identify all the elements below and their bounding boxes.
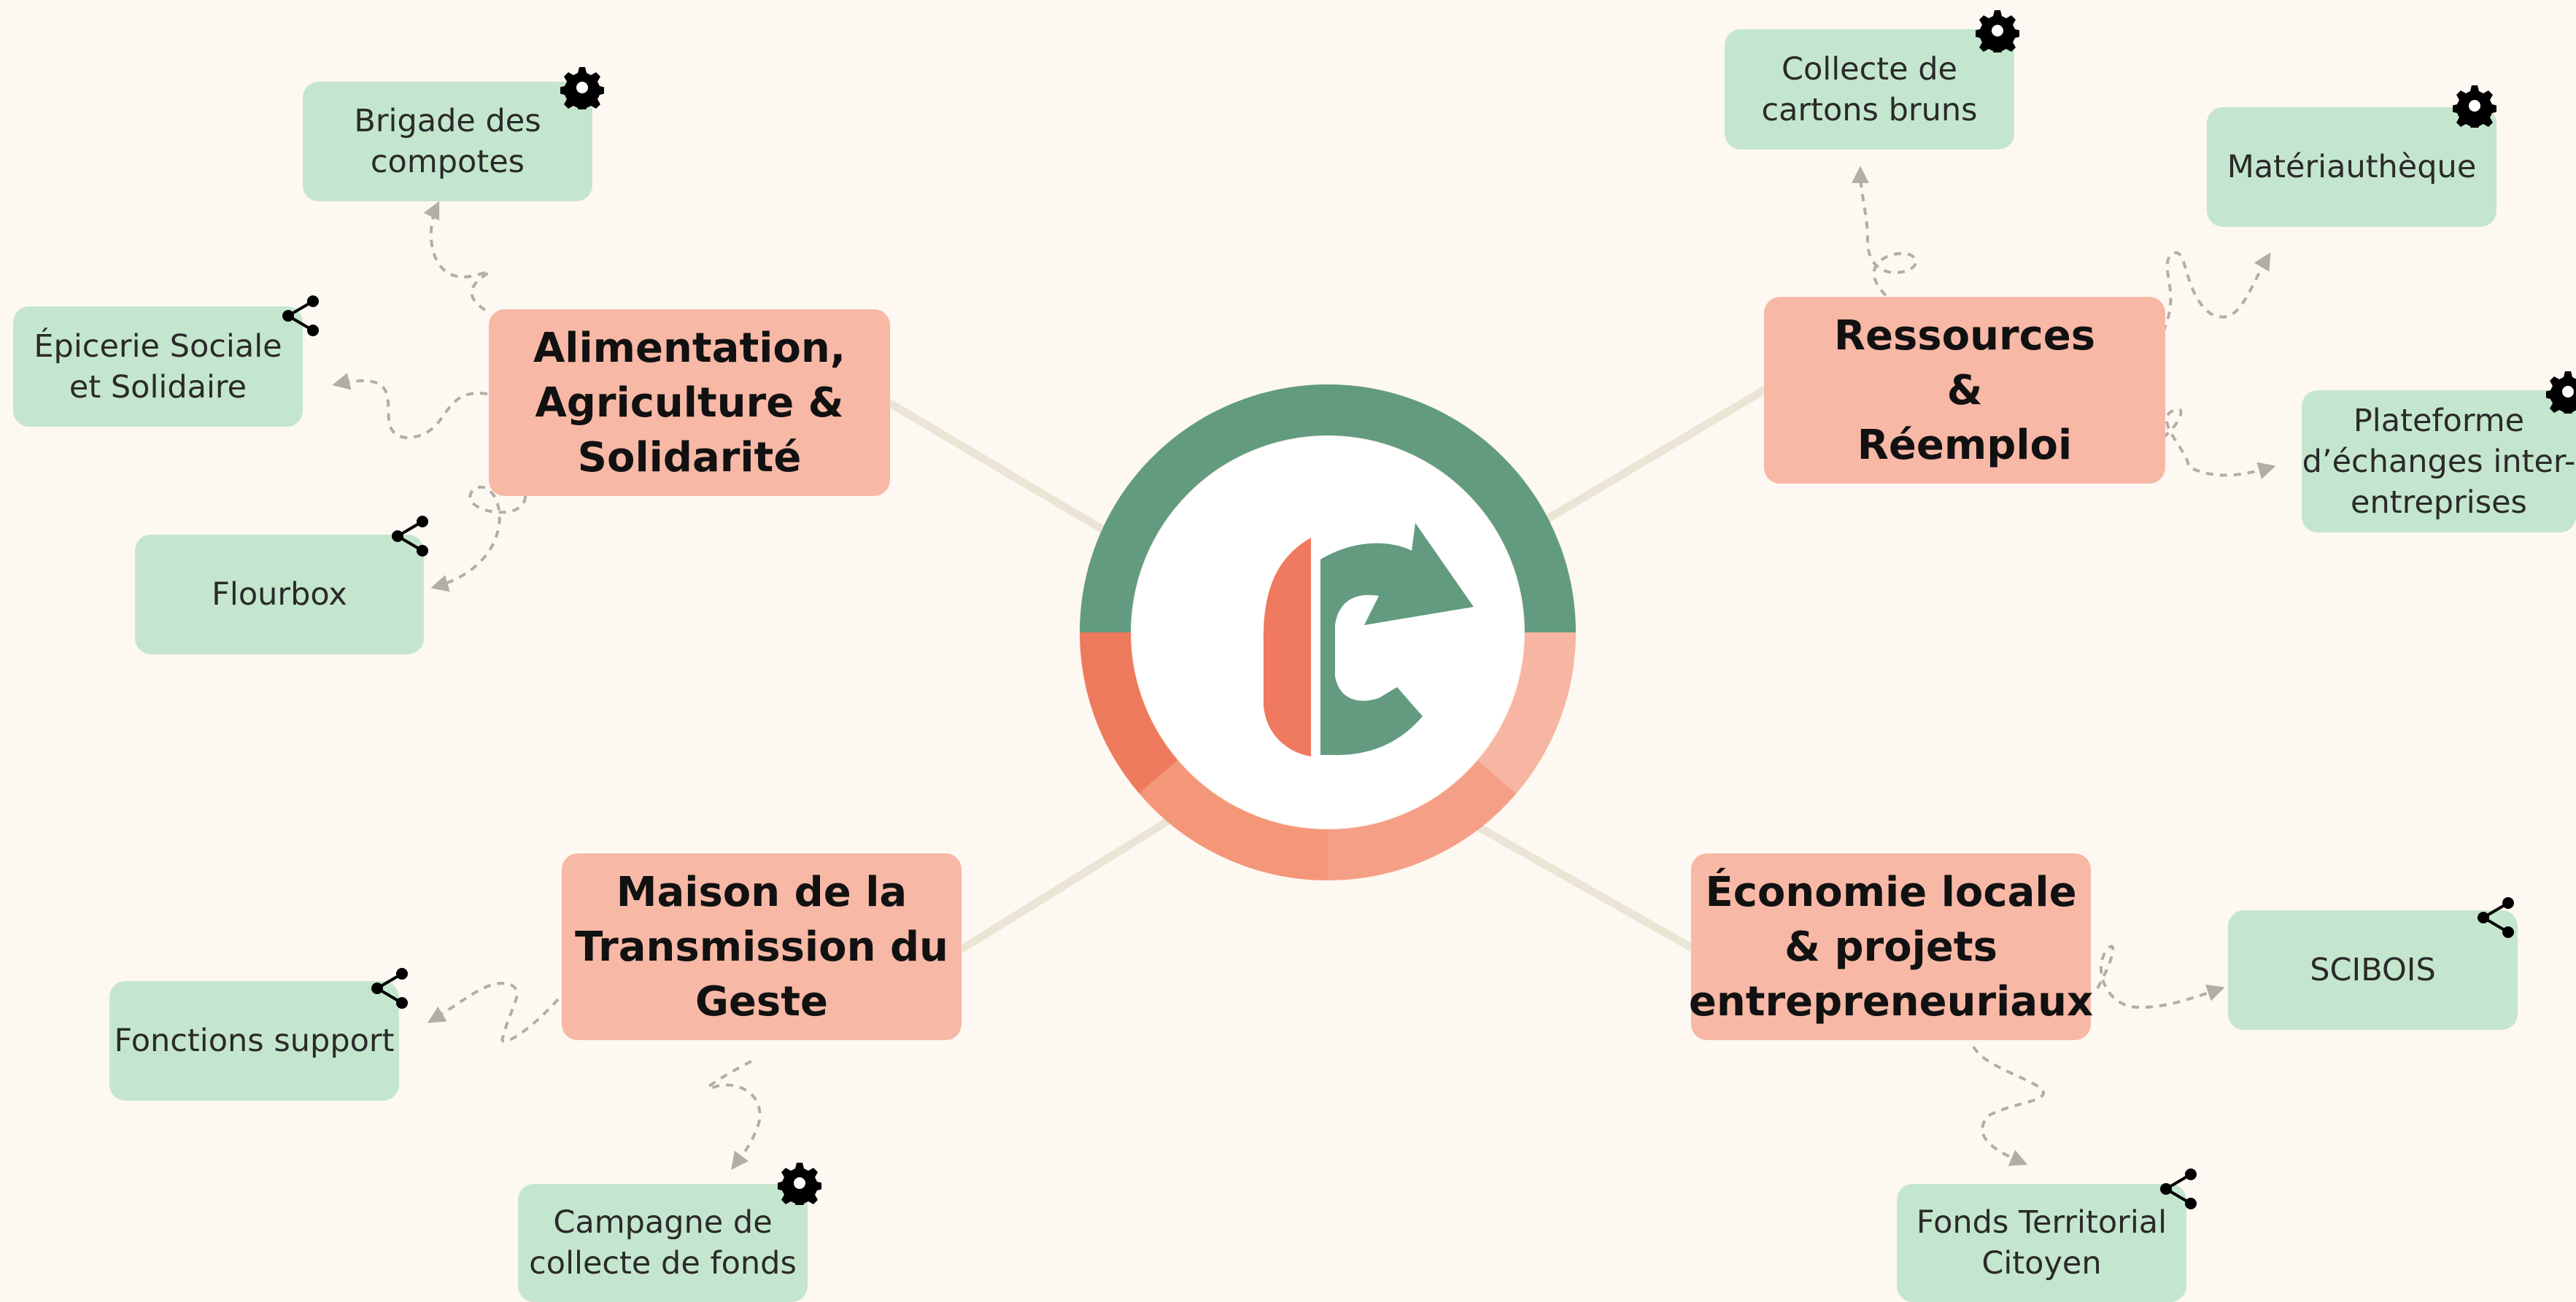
connector-alimentation: [882, 397, 1106, 533]
arrow-to-campagne: [706, 1060, 762, 1170]
project-fonds-territorial[interactable]: Fonds Territorial Citoyen: [1897, 1184, 2186, 1302]
project-brigade[interactable]: Brigade des compotes: [303, 82, 592, 201]
arrow-to-brigade: [423, 201, 491, 311]
share-icon[interactable]: [279, 294, 323, 338]
ring-green-arc: [1080, 384, 1576, 633]
arrow-to-epicerie: [332, 373, 488, 440]
ring-salmon-arc: [1139, 759, 1328, 880]
connector-economie: [1469, 820, 1697, 953]
theme-economie[interactable]: Économie locale & projets entrepreneuria…: [1689, 853, 2093, 1040]
theme-alimentation[interactable]: Alimentation, Agriculture & Solidarité: [489, 309, 890, 496]
share-icon[interactable]: [2475, 896, 2518, 939]
arrow-to-fonds: [1972, 1045, 2045, 1166]
arrow-to-plateforme: [2162, 407, 2276, 479]
ring-peach-arc: [1327, 759, 1517, 880]
project-collecte-cartons[interactable]: Collecte de cartons bruns: [1725, 29, 2014, 150]
project-scibois[interactable]: SCIBOIS: [2228, 910, 2518, 1030]
project-campagne[interactable]: Campagne de collecte de fonds: [518, 1184, 808, 1302]
arrow-to-materiautheque: [2162, 251, 2271, 333]
hub-logo: [1080, 384, 1576, 880]
arrow-to-fonctions: [427, 982, 560, 1043]
project-materiautheque[interactable]: Matériauthèque: [2207, 107, 2496, 227]
arrow-to-collecte: [1852, 166, 1918, 297]
connector-ressources: [1539, 386, 1768, 526]
project-plateforme[interactable]: Plateforme d’échanges inter- entreprises: [2302, 390, 2576, 532]
project-epicerie[interactable]: Épicerie Sociale et Solidaire: [13, 306, 303, 427]
share-icon[interactable]: [368, 966, 412, 1010]
gear-icon[interactable]: [2546, 370, 2576, 414]
arrow-to-flourbox: [430, 485, 527, 592]
project-fonctions-support[interactable]: Fonctions support: [109, 981, 399, 1101]
share-icon[interactable]: [389, 514, 433, 558]
gear-icon[interactable]: [1976, 9, 2019, 53]
connector-maison: [959, 813, 1179, 953]
logo-green-arrow: [1320, 523, 1474, 756]
gear-icon[interactable]: [560, 66, 604, 109]
ring-pink-arc: [1477, 632, 1576, 794]
project-flourbox[interactable]: Flourbox: [135, 535, 424, 654]
ring-coral-arc: [1080, 632, 1179, 794]
gear-icon[interactable]: [2453, 84, 2496, 128]
gear-icon[interactable]: [778, 1161, 821, 1205]
theme-ressources[interactable]: Ressources & Réemploi: [1764, 297, 2165, 484]
share-icon[interactable]: [2157, 1167, 2201, 1211]
logo-coral-leaf: [1263, 538, 1311, 756]
theme-maison[interactable]: Maison de la Transmission du Geste: [562, 853, 962, 1040]
arrow-to-scibois: [2096, 945, 2225, 1009]
